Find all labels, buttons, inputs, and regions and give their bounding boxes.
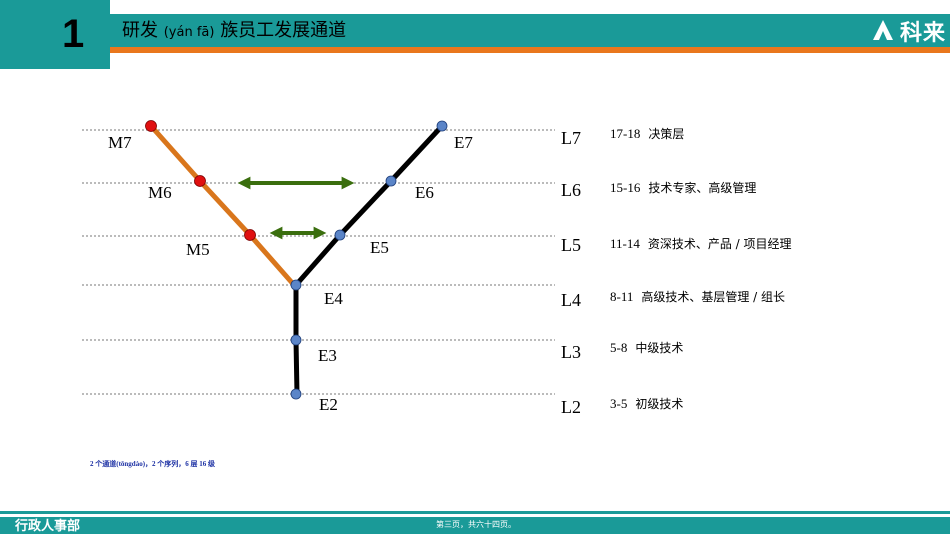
level-label-l7: L7 (561, 128, 581, 148)
level-desc-text: 高级技术、基层管理 / 组长 (641, 290, 786, 304)
level-range: 15-16 (610, 180, 641, 195)
level-desc-l7: 17-18 决策层 (610, 125, 684, 142)
node-e7 (436, 120, 448, 132)
node-m7 (145, 120, 157, 132)
level-range: 11-14 (610, 236, 640, 251)
node-e5 (334, 229, 346, 241)
level-desc-text: 资深技术、产品 / 项目经理 (647, 237, 792, 251)
label-m6: M6 (148, 183, 172, 202)
section-number: 1 (62, 12, 85, 56)
title-part-1: 研发 (122, 20, 158, 41)
level-range: 17-18 (610, 126, 641, 141)
level-desc-text: 决策层 (648, 127, 685, 141)
company-logo: 科来 (870, 16, 946, 46)
title-part-2: 族员工发展通道 (220, 20, 347, 41)
label-e2: E2 (319, 395, 338, 414)
level-label-l2: L2 (561, 397, 581, 417)
label-e4: E4 (324, 289, 343, 308)
level-range: 3-5 (610, 396, 628, 411)
node-e2 (290, 388, 302, 400)
path-nodes (145, 120, 448, 400)
management-path-line (149, 124, 296, 287)
node-e3 (290, 334, 302, 346)
header-bar (0, 14, 950, 48)
title-pinyin: (yán fā) (163, 25, 215, 40)
node-e6 (385, 175, 397, 187)
level-desc-l3: 5-8 中级技术 (610, 339, 683, 356)
level-range: 5-8 (610, 340, 628, 355)
footer-bar (0, 517, 950, 534)
path-connectors (149, 124, 444, 395)
transfer-arrows (237, 176, 355, 240)
level-desc-text: 初级技术 (635, 397, 684, 411)
label-e7: E7 (454, 133, 473, 152)
logo-text: 科来 (899, 21, 946, 46)
label-m7: M7 (108, 133, 132, 152)
level-desc-l2: 3-5 初级技术 (610, 395, 683, 412)
level-label-l4: L4 (561, 290, 581, 310)
label-e5: E5 (370, 238, 389, 257)
footer-rule (0, 511, 950, 514)
label-e3: E3 (318, 346, 337, 365)
level-desc-l5: 11-14 资深技术、产品 / 项目经理 (610, 235, 792, 252)
department-label: 行政人事部 (15, 519, 81, 534)
header-accent-strip (110, 47, 950, 53)
footnote: 2 个通道(tōngdào)，2 个序列，6 层 16 级 (90, 460, 216, 468)
level-desc-text: 中级技术 (635, 341, 684, 355)
node-e4 (290, 279, 302, 291)
level-label-l5: L5 (561, 235, 581, 255)
level-label-l3: L3 (561, 342, 581, 362)
node-m6 (194, 175, 206, 187)
page-title: 研发 (yán fā) 族员工发展通道 (122, 18, 346, 46)
level-range: 8-11 (610, 289, 634, 304)
level-desc-l6: 15-16 技术专家、高级管理 (610, 179, 756, 196)
page-info: 第三页，共六十四页。 (436, 520, 516, 529)
label-m5: M5 (186, 240, 210, 259)
node-m5 (244, 229, 256, 241)
level-desc-text: 技术专家、高级管理 (648, 181, 757, 195)
kelai-logo-icon (872, 20, 893, 41)
level-desc-l4: 8-11 高级技术、基层管理 / 组长 (610, 288, 785, 305)
expert-path-line (294, 124, 444, 287)
label-e6: E6 (415, 183, 434, 202)
level-label-l6: L6 (561, 180, 581, 200)
